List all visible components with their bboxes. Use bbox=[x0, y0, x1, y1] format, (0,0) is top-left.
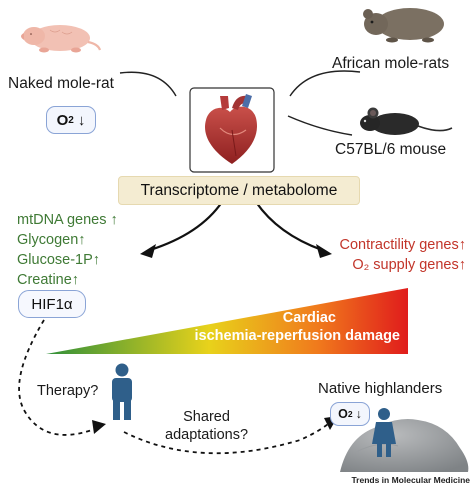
dashed-arrow-hif-to-therapy bbox=[18, 319, 93, 436]
journal-credit: Trends in Molecular Medicine bbox=[351, 475, 470, 485]
label-african-mole-rats: African mole-rats bbox=[332, 55, 450, 72]
label-shared-adaptations: Shared adaptations? bbox=[165, 409, 249, 443]
label-c57bl6-mouse: C57BL/6 mouse bbox=[335, 141, 447, 158]
person-highlander-icon bbox=[372, 408, 396, 457]
connector-right-lower bbox=[287, 115, 353, 136]
mouse-upregulated-list: Contractility genes↑ O₂ supply genes↑ bbox=[339, 235, 466, 275]
list-item: mtDNA genes ↑ bbox=[17, 212, 118, 228]
list-item: Contractility genes↑ bbox=[339, 237, 466, 253]
list-item: O₂ supply genes↑ bbox=[352, 257, 466, 273]
label-therapy: Therapy? bbox=[37, 383, 99, 399]
damage-label: Cardiac ischemia-reperfusion damage bbox=[194, 310, 401, 344]
list-item: Creatine↑ bbox=[17, 272, 80, 288]
mountain-rock-icon bbox=[340, 419, 469, 472]
arrow-to-right bbox=[255, 201, 323, 252]
dashed-arrow-to-highlanders bbox=[123, 423, 329, 455]
label-naked-mole-rat: Naked mole-rat bbox=[8, 75, 114, 92]
dashed-arrowhead-therapy bbox=[92, 420, 106, 434]
naked-mole-rat-icon bbox=[21, 25, 102, 53]
list-item: Glycogen↑ bbox=[17, 232, 86, 248]
connector-left bbox=[119, 71, 177, 97]
label-native-highlanders: Native highlanders bbox=[318, 380, 443, 397]
transcriptome-metabolome-box: Transcriptome / metabolome bbox=[118, 176, 360, 205]
arrowhead-right bbox=[316, 244, 332, 258]
list-item: Glucose-1P↑ bbox=[17, 252, 101, 268]
arrow-to-left bbox=[149, 201, 223, 252]
mouse-icon bbox=[360, 107, 453, 135]
damage-gradient-triangle bbox=[46, 288, 408, 354]
african-mole-rat-icon bbox=[363, 8, 444, 43]
mole-rat-upregulated-list: mtDNA genes ↑ Glycogen↑ Glucose-1P↑ Crea… bbox=[17, 210, 118, 290]
connector-right bbox=[289, 70, 361, 97]
person-therapy-icon bbox=[112, 363, 132, 420]
heart-icon bbox=[189, 87, 275, 173]
hif1a-badge: HIF1α bbox=[18, 290, 86, 318]
arrowhead-left bbox=[140, 244, 156, 258]
